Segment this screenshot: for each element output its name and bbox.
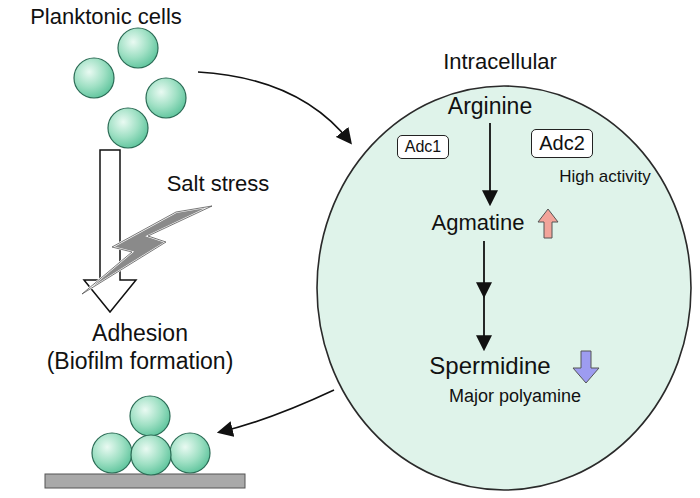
- increase-arrow: [538, 209, 558, 238]
- cell-outline: [316, 85, 692, 491]
- decrease-arrow: [573, 351, 599, 383]
- pathway-arrow: [483, 241, 485, 295]
- text-label: Salt stress: [167, 172, 270, 196]
- region-heading: Intracellular: [443, 50, 557, 74]
- planktonic-cells: [74, 28, 186, 148]
- cell-circle: IntracellularArginineHigh activityAgmati…: [316, 85, 692, 491]
- lightning-outline: [82, 206, 212, 294]
- enzyme-name: Adc1: [405, 138, 441, 156]
- text-label: (Biofilm formation): [47, 349, 234, 374]
- pathway-arrow: [489, 123, 491, 203]
- substrate-bar: [45, 474, 245, 488]
- cell-membrane: [317, 86, 691, 490]
- metabolite-label: Agmatine: [432, 211, 525, 235]
- metabolite-label: Major polyamine: [449, 387, 581, 407]
- flow-arrow: [220, 390, 334, 432]
- metabolite-label: High activity: [559, 168, 651, 187]
- pathway-arrow: [483, 289, 485, 348]
- metabolite-label: Arginine: [448, 94, 532, 119]
- enzyme-box: Adc1: [397, 135, 449, 159]
- adhered-cells: [92, 396, 210, 475]
- enzyme-box: Adc2: [531, 129, 593, 158]
- text-label: Adhesion: [92, 321, 188, 346]
- text-label: Planktonic cells: [30, 5, 182, 29]
- flow-arrow: [198, 72, 350, 142]
- enzyme-name: Adc2: [539, 132, 585, 155]
- lightning-bolt: [82, 206, 212, 294]
- metabolite-label: Spermidine: [429, 353, 550, 379]
